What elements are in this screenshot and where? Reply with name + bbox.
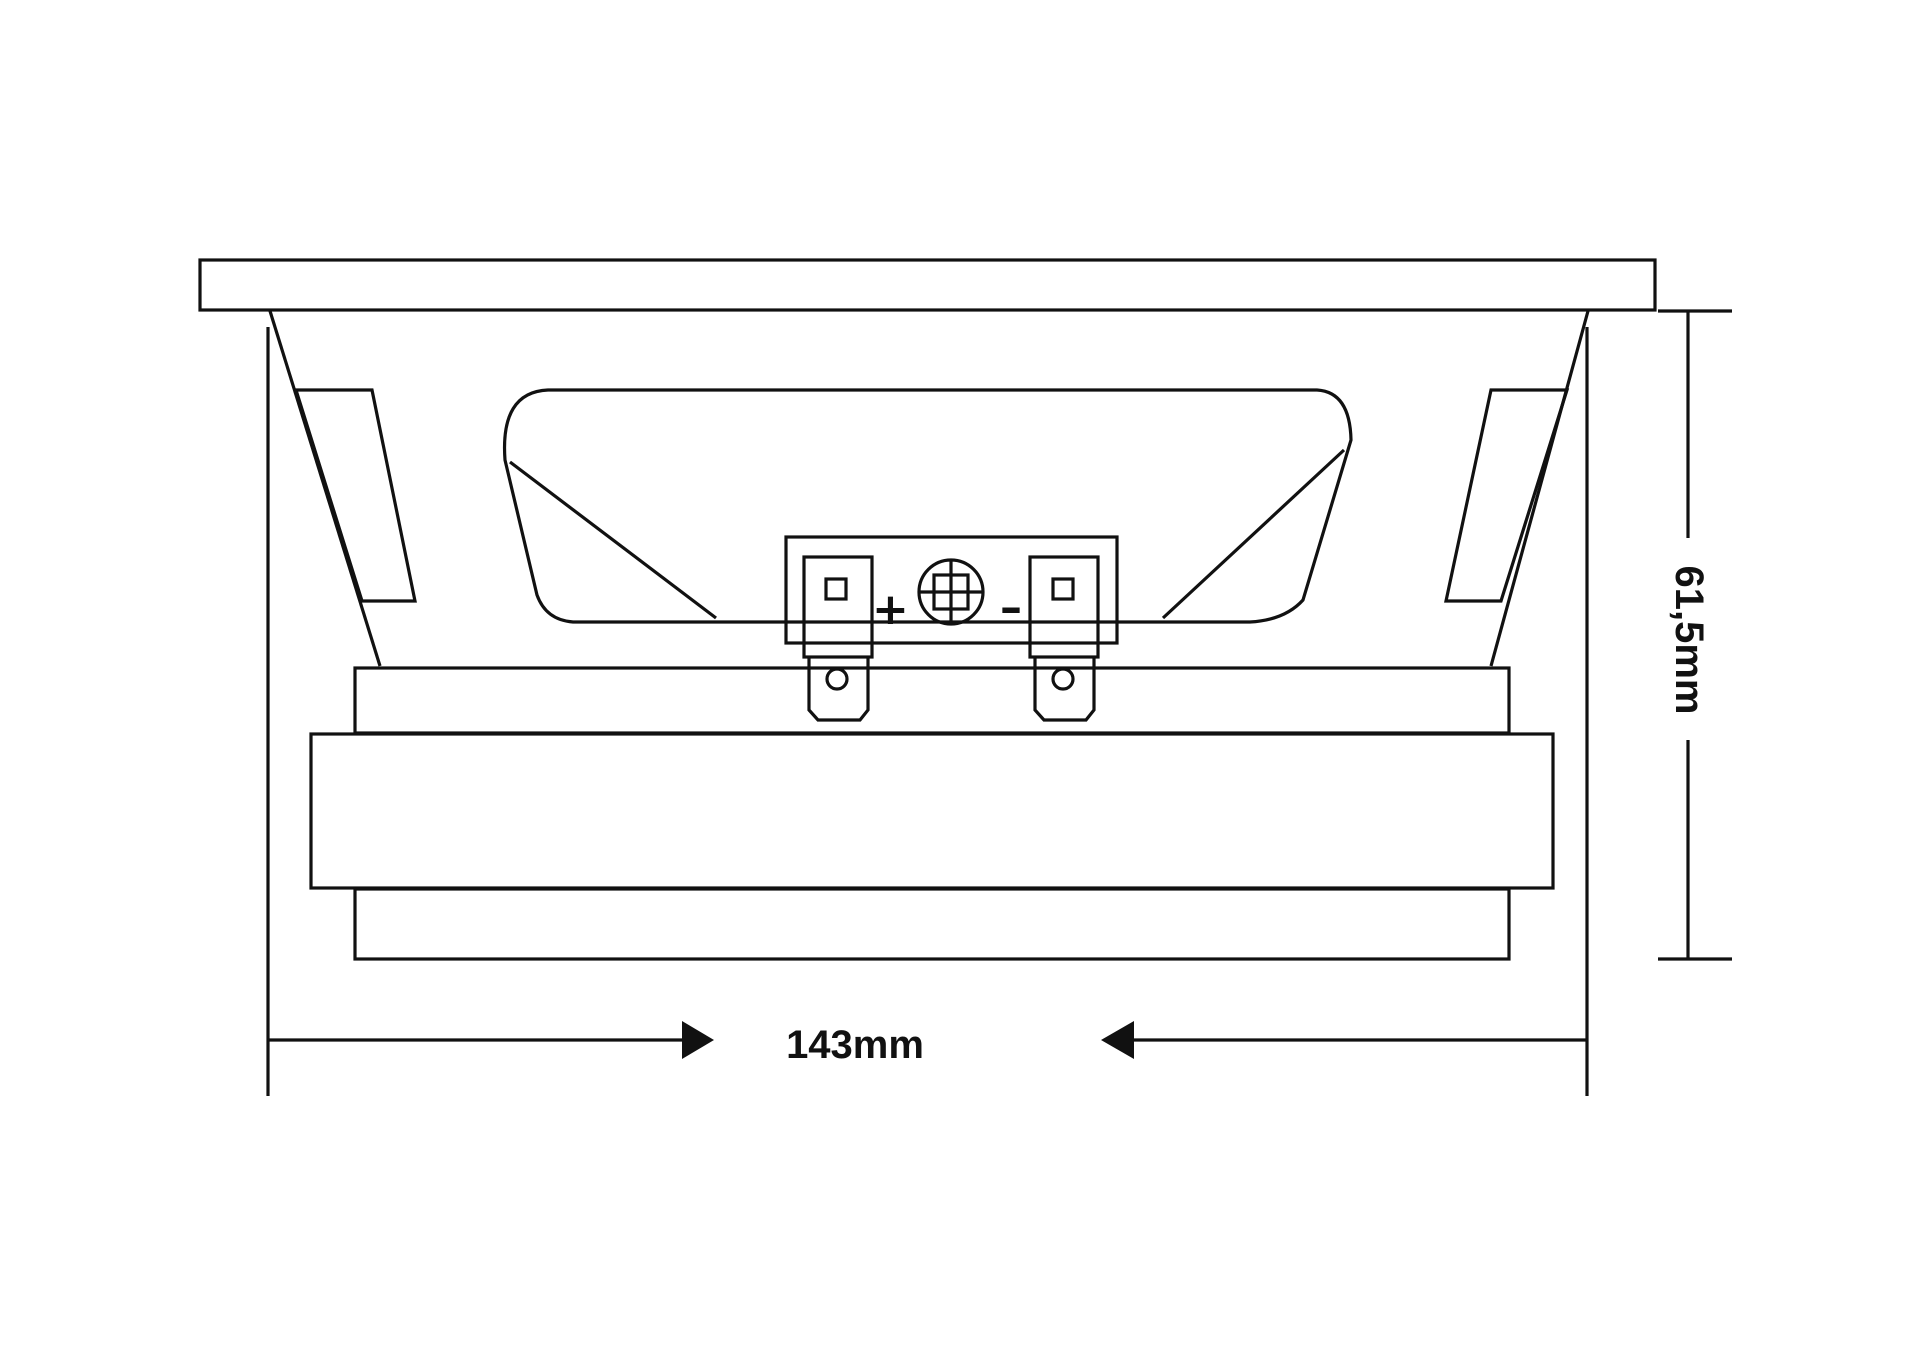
terminal-minus: –	[1000, 555, 1100, 722]
basket-frame	[268, 310, 1590, 667]
height-dimension-label: 61,5mm	[1667, 566, 1711, 715]
magnet	[309, 732, 1555, 890]
terminal-plus-label: +	[872, 584, 909, 635]
terminal-block: + –	[784, 535, 1119, 722]
basket-center-opening	[502, 388, 1353, 624]
back-plate	[353, 887, 1511, 961]
terminal-minus-label: –	[1000, 582, 1022, 633]
mounting-flange	[198, 258, 1657, 312]
rivet-icon	[917, 558, 985, 626]
basket-window-right	[1444, 388, 1570, 603]
top-plate	[353, 666, 1511, 735]
terminal-plus: +	[802, 555, 909, 722]
height-dimension: 61,5mm	[1658, 309, 1732, 961]
width-dimension-label: 143mm	[786, 1023, 924, 1067]
width-dimension: 143mm	[266, 327, 1589, 1096]
basket-window-left	[293, 388, 417, 603]
